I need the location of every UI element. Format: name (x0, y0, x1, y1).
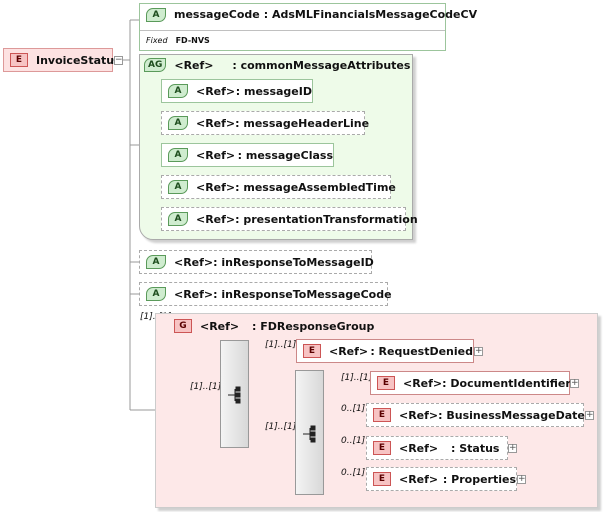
message-code-label: messageCode (174, 8, 260, 21)
attribute-label: : messageID (235, 84, 312, 98)
ref-label: <Ref> (200, 319, 240, 333)
attribute-label: : presentationTransformation (235, 212, 418, 226)
inner-sequence-compositor[interactable] (295, 370, 324, 495)
ref-label: <Ref> (196, 84, 236, 98)
message-code-attribute[interactable]: A messageCode : AdsMLFinancialsMessageCo… (139, 3, 477, 51)
ref-label: <Ref> (399, 408, 439, 422)
properties-cardinality: 0..[1] (341, 468, 366, 478)
element-label: : DocumentIdentifier (442, 376, 571, 390)
expand-icon[interactable]: + (508, 443, 517, 453)
status-element[interactable]: E <Ref> : Status (366, 436, 508, 460)
element-label: : BusinessMessageDate (438, 408, 585, 422)
ref-label: <Ref> (399, 441, 439, 455)
business-message-date-element[interactable]: E <Ref> : BusinessMessageDate (366, 403, 585, 427)
ref-label: <Ref> (174, 58, 214, 72)
request-denied-element[interactable]: E <Ref> : RequestDenied (296, 339, 474, 363)
fixed-value-row: Fixed FD-NVS (140, 30, 445, 49)
attribute-group-badge: AG (144, 58, 167, 72)
expand-icon[interactable]: + (570, 378, 579, 388)
element-label: : Properties (442, 472, 516, 486)
element-badge: E (377, 376, 395, 390)
expand-icon[interactable]: + (517, 474, 526, 484)
ref-label: <Ref> (174, 255, 214, 269)
group-badge: G (174, 319, 192, 333)
sequence-icon (228, 386, 241, 404)
business-message-date-cardinality: 0..[1] (341, 404, 366, 414)
element-badge: E (373, 441, 391, 455)
attribute-badge: A (146, 287, 166, 301)
ref-label: <Ref> (174, 287, 214, 301)
root-label: InvoiceStatus (36, 53, 121, 67)
message-class-attribute[interactable]: A <Ref> : messageClass (161, 143, 334, 167)
inner-sequence-cardinality: [1]..[1] (265, 422, 297, 432)
ref-label: <Ref> (196, 148, 236, 162)
ref-label: <Ref> (196, 116, 236, 130)
sequence-icon (303, 425, 316, 443)
element-badge: E (303, 344, 321, 358)
element-badge: E (10, 53, 28, 67)
in-response-to-message-id-attribute[interactable]: A <Ref> : inResponseToMessageID (139, 250, 374, 274)
presentation-transformation-attribute[interactable]: A <Ref> : presentationTransformation (161, 207, 418, 231)
outer-sequence-compositor[interactable] (220, 340, 249, 448)
group-label: : FDResponseGroup (252, 319, 375, 333)
collapse-icon[interactable]: − (114, 55, 123, 65)
expand-icon[interactable]: + (474, 346, 483, 356)
element-badge: E (373, 472, 391, 486)
attribute-label: : messageAssembledTime (235, 180, 396, 194)
request-denied-cardinality: [1]..[1] (265, 340, 297, 350)
fixed-label: Fixed (146, 35, 168, 45)
group-header: G <Ref> : FDResponseGroup (174, 319, 374, 333)
message-code-type: : AdsMLFinancialsMessageCodeCV (263, 8, 478, 21)
in-response-to-message-code-attribute[interactable]: A <Ref> : inResponseToMessageCode (139, 282, 392, 306)
attribute-badge: A (168, 148, 188, 162)
element-label: : RequestDenied (370, 344, 473, 358)
ref-label: <Ref> (196, 212, 236, 226)
attribute-label: : inResponseToMessageCode (213, 287, 392, 301)
properties-element[interactable]: E <Ref> : Properties (366, 467, 517, 491)
element-label: : Status (451, 441, 500, 455)
attribute-badge: A (168, 180, 188, 194)
invoice-status-element[interactable]: E InvoiceStatus (3, 48, 121, 72)
attribute-badge: A (168, 116, 188, 130)
attribute-label: : messageClass (237, 148, 333, 162)
status-cardinality: 0..[1] (341, 436, 366, 446)
fixed-value: FD-NVS (175, 35, 210, 45)
attribute-badge: A (146, 8, 166, 22)
attribute-label: : messageHeaderLine (235, 116, 370, 130)
message-header-line-attribute[interactable]: A <Ref> : messageHeaderLine (161, 111, 369, 135)
attribute-group-header: AG <Ref> : commonMessageAttributes (144, 58, 410, 72)
element-badge: E (373, 408, 391, 422)
ref-label: <Ref> (329, 344, 369, 358)
ref-label: <Ref> (403, 376, 443, 390)
message-assembled-time-attribute[interactable]: A <Ref> : messageAssembledTime (161, 175, 396, 199)
ref-label: <Ref> (196, 180, 236, 194)
document-identifier-element[interactable]: E <Ref> : DocumentIdentifier (370, 371, 571, 395)
ref-label: <Ref> (399, 472, 439, 486)
attribute-badge: A (146, 255, 166, 269)
attribute-group-label: : commonMessageAttributes (232, 58, 411, 72)
message-id-attribute[interactable]: A <Ref> : messageID (161, 79, 313, 103)
document-identifier-cardinality: [1]..[1] (341, 373, 373, 383)
attribute-label: : inResponseToMessageID (213, 255, 374, 269)
attribute-badge: A (168, 84, 188, 98)
expand-icon[interactable]: + (585, 410, 594, 420)
attribute-badge: A (168, 212, 188, 226)
outer-sequence-cardinality: [1]..[1] (190, 382, 222, 392)
